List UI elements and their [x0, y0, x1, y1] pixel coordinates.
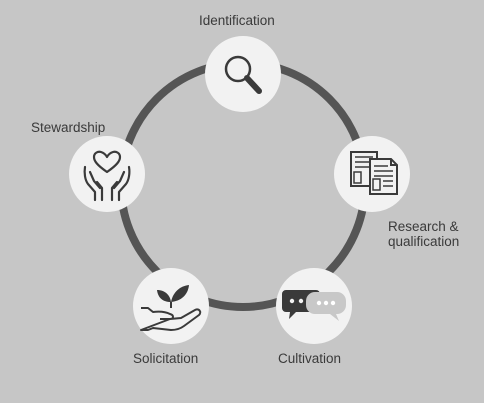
research-label-line1: Research &	[388, 219, 459, 234]
stewardship-node	[69, 136, 145, 212]
research-qualification-node	[334, 136, 410, 212]
hands-heart-icon	[83, 150, 131, 202]
cultivation-label: Cultivation	[278, 351, 342, 366]
research-label-line2: qualification	[388, 234, 460, 249]
identification-label: Identification	[199, 13, 275, 28]
cultivation-node	[276, 268, 352, 344]
solicitation-label: Solicitation	[133, 351, 199, 366]
solicitation-node	[133, 268, 209, 344]
hand-plant-icon	[140, 285, 202, 331]
stewardship-label: Stewardship	[31, 120, 106, 135]
documents-icon	[350, 151, 398, 195]
magnifier-icon	[224, 55, 262, 94]
research-qualification-label: Research & qualification	[388, 219, 459, 249]
chat-bubbles-icon	[282, 290, 346, 321]
identification-node	[205, 36, 281, 112]
